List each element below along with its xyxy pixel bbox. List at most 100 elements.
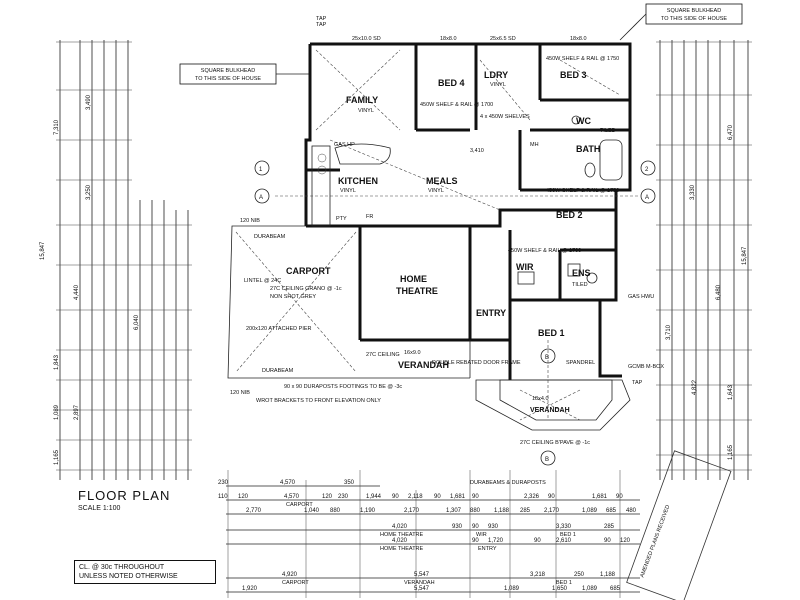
svg-text:880: 880 bbox=[330, 508, 341, 514]
svg-text:930: 930 bbox=[452, 524, 463, 530]
svg-text:450W SHELF & RAIL @ 1750: 450W SHELF & RAIL @ 1750 bbox=[546, 188, 619, 194]
svg-text:4,020: 4,020 bbox=[392, 538, 408, 544]
room-labels: FAMILY BED 4 LDRY BED 3 WC BATH KITCHEN … bbox=[286, 70, 616, 414]
svg-text:450W SHELF & RAIL @ 1700: 450W SHELF & RAIL @ 1700 bbox=[508, 248, 581, 254]
svg-text:BED 1: BED 1 bbox=[560, 532, 576, 538]
svg-text:250: 250 bbox=[574, 572, 585, 578]
svg-text:NON SHOT GREY: NON SHOT GREY bbox=[270, 294, 316, 300]
svg-text:1,188: 1,188 bbox=[494, 508, 510, 514]
svg-text:285: 285 bbox=[604, 524, 615, 530]
svg-text:GAS HWU: GAS HWU bbox=[628, 294, 654, 300]
svg-text:90: 90 bbox=[548, 494, 555, 500]
house-walls bbox=[227, 42, 640, 431]
dim-left-inner-3: 6,040 bbox=[134, 314, 140, 330]
bulkhead-note-right: SQUARE BULKHEAD TO THIS SIDE OF HOUSE bbox=[619, 3, 743, 41]
svg-text:16x9.0: 16x9.0 bbox=[404, 350, 421, 356]
svg-text:DURABEAM: DURABEAM bbox=[254, 234, 286, 240]
svg-text:120 NIB: 120 NIB bbox=[230, 390, 250, 396]
svg-text:1,681: 1,681 bbox=[450, 494, 466, 500]
dim-left-outer-0: 7,310 bbox=[54, 119, 60, 135]
svg-text:18x8.0: 18x8.0 bbox=[570, 36, 587, 42]
svg-text:90: 90 bbox=[616, 494, 623, 500]
svg-text:27C CEILING GRANO @ -1c: 27C CEILING GRANO @ -1c bbox=[270, 286, 342, 292]
dim-right-inner-1: 6,480 bbox=[716, 284, 722, 300]
svg-text:DURABEAM: DURABEAM bbox=[262, 368, 294, 374]
svg-text:4,570: 4,570 bbox=[284, 494, 300, 500]
svg-text:90: 90 bbox=[472, 524, 479, 530]
svg-text:3,218: 3,218 bbox=[530, 572, 546, 578]
svg-text:TILED: TILED bbox=[600, 128, 616, 134]
room-verandah-bay: VERANDAH bbox=[530, 407, 570, 414]
svg-text:685: 685 bbox=[610, 586, 621, 592]
svg-text:2,610: 2,610 bbox=[556, 538, 572, 544]
svg-text:TAP: TAP bbox=[316, 16, 327, 22]
bulkhead-note-left: SQUARE BULKHEAD TO THIS SIDE OF HOUSE bbox=[179, 63, 310, 85]
top-dimensions: TAP 25x10.0 SD 18x8.0 25x6.5 SD 18x8.0 bbox=[316, 22, 587, 42]
svg-text:120: 120 bbox=[238, 494, 249, 500]
svg-text:120 NIB: 120 NIB bbox=[240, 218, 260, 224]
room-bath: BATH bbox=[576, 144, 600, 154]
svg-text:90: 90 bbox=[534, 538, 541, 544]
svg-text:90: 90 bbox=[472, 494, 479, 500]
svg-text:2,326: 2,326 bbox=[524, 494, 540, 500]
room-bed4: BED 4 bbox=[438, 78, 465, 88]
svg-text:4,020: 4,020 bbox=[392, 524, 408, 530]
ceiling-note-line1: CL. @ 30c THROUGHOUT bbox=[79, 564, 165, 571]
svg-text:350: 350 bbox=[344, 480, 355, 486]
svg-text:WIR: WIR bbox=[476, 532, 487, 538]
svg-text:930: 930 bbox=[488, 524, 499, 530]
bottom-dimension-strings: 230 4,570 350 110 120 4,570 120 230 1,94… bbox=[218, 470, 640, 598]
room-ldry: LDRY bbox=[484, 70, 508, 80]
dim-left-inner-1: 3,250 bbox=[86, 184, 92, 200]
svg-text:CARPORT: CARPORT bbox=[282, 580, 309, 586]
svg-text:1,944: 1,944 bbox=[366, 494, 382, 500]
svg-text:GCMB M-BOX: GCMB M-BOX bbox=[628, 364, 664, 370]
svg-text:230: 230 bbox=[338, 494, 349, 500]
dim-left-outer-1: 15,847 bbox=[40, 241, 46, 260]
svg-text:25x10.0 SD: 25x10.0 SD bbox=[352, 36, 381, 42]
svg-text:880: 880 bbox=[470, 508, 481, 514]
svg-text:90: 90 bbox=[604, 538, 611, 544]
svg-text:90 x 90 DURAPOSTS FOOTINGS TO: 90 x 90 DURAPOSTS FOOTINGS TO BE @ -3c bbox=[284, 384, 402, 390]
svg-text:LINTEL @ 24C: LINTEL @ 24C bbox=[244, 278, 281, 284]
svg-text:DURABEAMS & DURAPOSTS: DURABEAMS & DURAPOSTS bbox=[470, 480, 546, 486]
svg-text:1,089: 1,089 bbox=[582, 586, 598, 592]
svg-text:1,681: 1,681 bbox=[592, 494, 608, 500]
room-bed3: BED 3 bbox=[560, 70, 587, 80]
svg-text:2,770: 2,770 bbox=[246, 508, 262, 514]
svg-text:1,190: 1,190 bbox=[360, 508, 376, 514]
dim-left-inner-0: 3,490 bbox=[86, 94, 92, 110]
dim-right-inner-3: 4,822 bbox=[692, 379, 698, 395]
dim-right-inner-2: 3,710 bbox=[666, 324, 672, 340]
svg-text:1,307: 1,307 bbox=[446, 508, 462, 514]
svg-text:1,650: 1,650 bbox=[552, 586, 568, 592]
dim-left-outer-3: 1,089 bbox=[54, 404, 60, 420]
dim-left-inner-4: 2,897 bbox=[74, 404, 80, 420]
dim-right-outer-3: 1,165 bbox=[728, 444, 734, 460]
svg-text:HOME THEATRE: HOME THEATRE bbox=[380, 546, 424, 552]
room-family: FAMILY bbox=[346, 95, 378, 105]
svg-text:90: 90 bbox=[392, 494, 399, 500]
section-b-top: B bbox=[545, 355, 549, 361]
svg-text:FR: FR bbox=[366, 214, 373, 220]
svg-text:200x120 ATTACHED PIER: 200x120 ATTACHED PIER bbox=[246, 326, 312, 332]
svg-text:27C CEILING B'PAVE @ -1c: 27C CEILING B'PAVE @ -1c bbox=[520, 440, 590, 446]
dim-left-outer-4: 1,165 bbox=[54, 449, 60, 465]
dim-left-outer-2: 1,843 bbox=[54, 354, 60, 370]
room-kitchen: KITCHEN bbox=[338, 176, 378, 186]
tap-top-label: TAP bbox=[316, 22, 327, 28]
svg-text:1,720: 1,720 bbox=[488, 538, 504, 544]
ceiling-note: CL. @ 30c THROUGHOUT UNLESS NOTED OTHERW… bbox=[74, 560, 216, 584]
dim-right-outer-0: 6,470 bbox=[728, 124, 734, 140]
title-block: FLOOR PLAN SCALE 1:100 bbox=[78, 488, 170, 512]
room-carport: CARPORT bbox=[286, 266, 331, 276]
svg-text:VINYL: VINYL bbox=[490, 82, 506, 88]
svg-text:4,920: 4,920 bbox=[282, 572, 298, 578]
annotations: 450W SHELF & RAIL @ 1700 450W SHELF & RA… bbox=[230, 16, 664, 486]
room-bed2: BED 2 bbox=[556, 210, 583, 220]
svg-text:VERANDAH: VERANDAH bbox=[404, 580, 435, 586]
svg-text:90: 90 bbox=[434, 494, 441, 500]
svg-text:1,040: 1,040 bbox=[304, 508, 320, 514]
grid-2-marker: 2 bbox=[645, 167, 649, 173]
